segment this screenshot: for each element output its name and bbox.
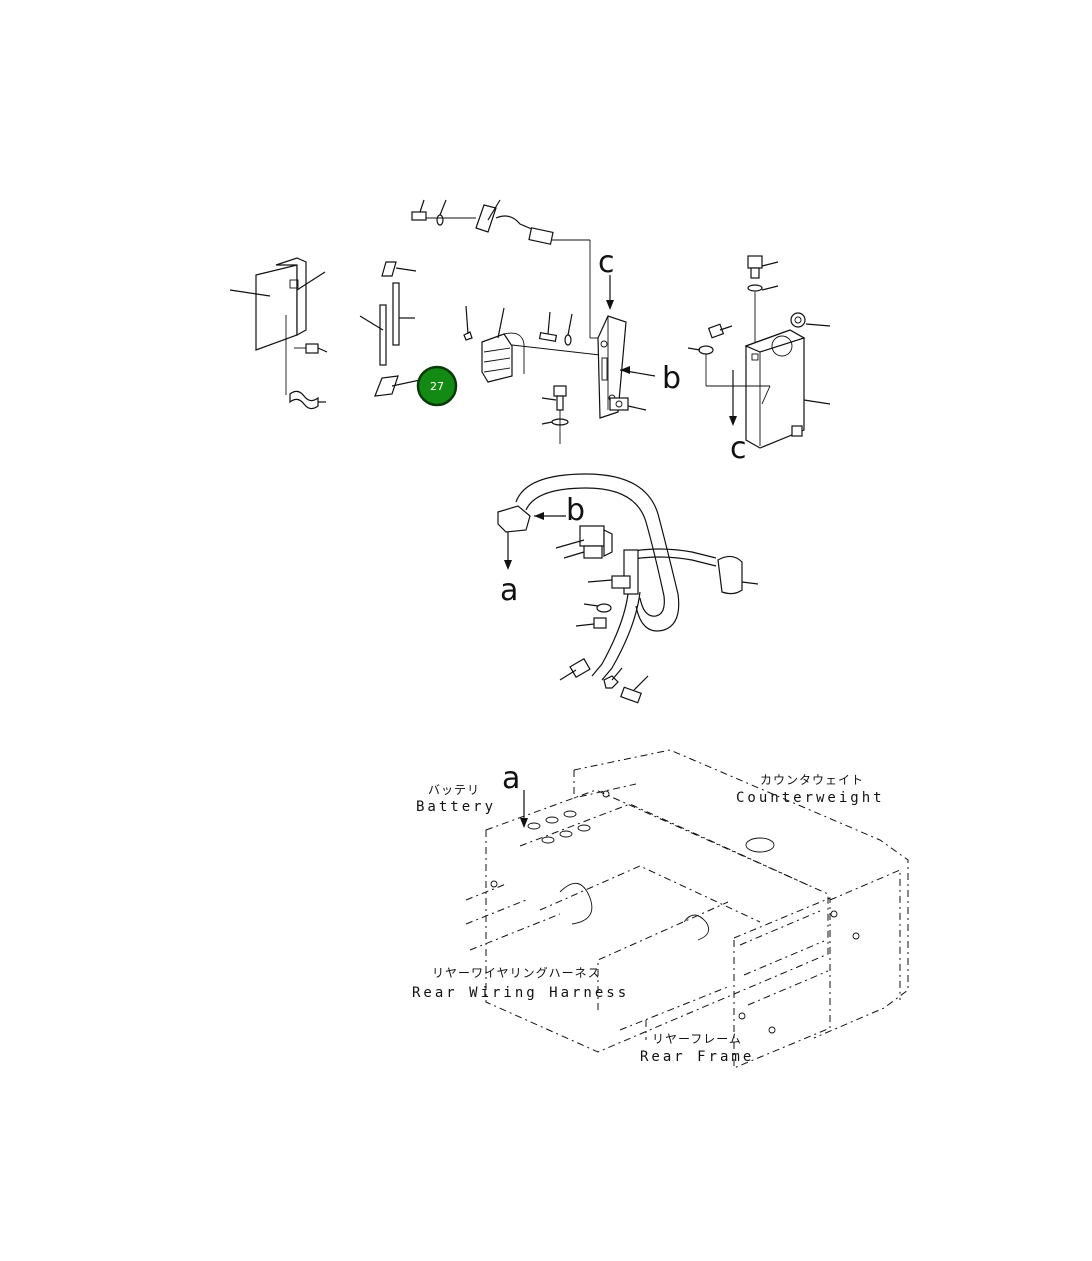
battery-label-jp: バッテリ [428,783,480,797]
center-bracket-assembly: b [463,305,681,444]
ref-letter-a-bottom: a [502,761,520,796]
right-cover-assembly: c [687,255,831,466]
ref-letter-c-top: c [598,245,615,280]
view-arrow-c-top: c [598,245,615,310]
rear-frame-label-en: Rear Frame [640,1049,754,1065]
rear-frame-view: a バッテリ Battery カウンタウェイト Counterweight リヤ… [412,749,909,1069]
ref-letter-a-mid: a [500,573,518,608]
ref-letter-b-top: b [662,361,681,396]
left-cover-assembly [229,257,328,410]
rear-harness-label-jp: リヤーワイヤリングハーネス [432,966,601,980]
rear-harness-label-en: Rear Wiring Harness [412,985,629,1001]
ref-letter-c-right: c [730,431,747,466]
strip-parts [359,261,421,397]
ref-letter-b-mid: b [566,493,585,528]
rear-frame-label-jp: リヤーフレーム [652,1032,742,1046]
battery-cable-assembly: a b [497,473,759,704]
callout-badge[interactable]: 27 [416,365,458,407]
counterweight-label-jp: カウンタウェイト [760,773,864,787]
callout-circle [416,365,458,407]
callout-number: 27 [430,380,444,393]
harness-connector-top [411,199,605,339]
counterweight-label-en: Counterweight [736,790,885,806]
battery-label-en: Battery [416,799,496,815]
